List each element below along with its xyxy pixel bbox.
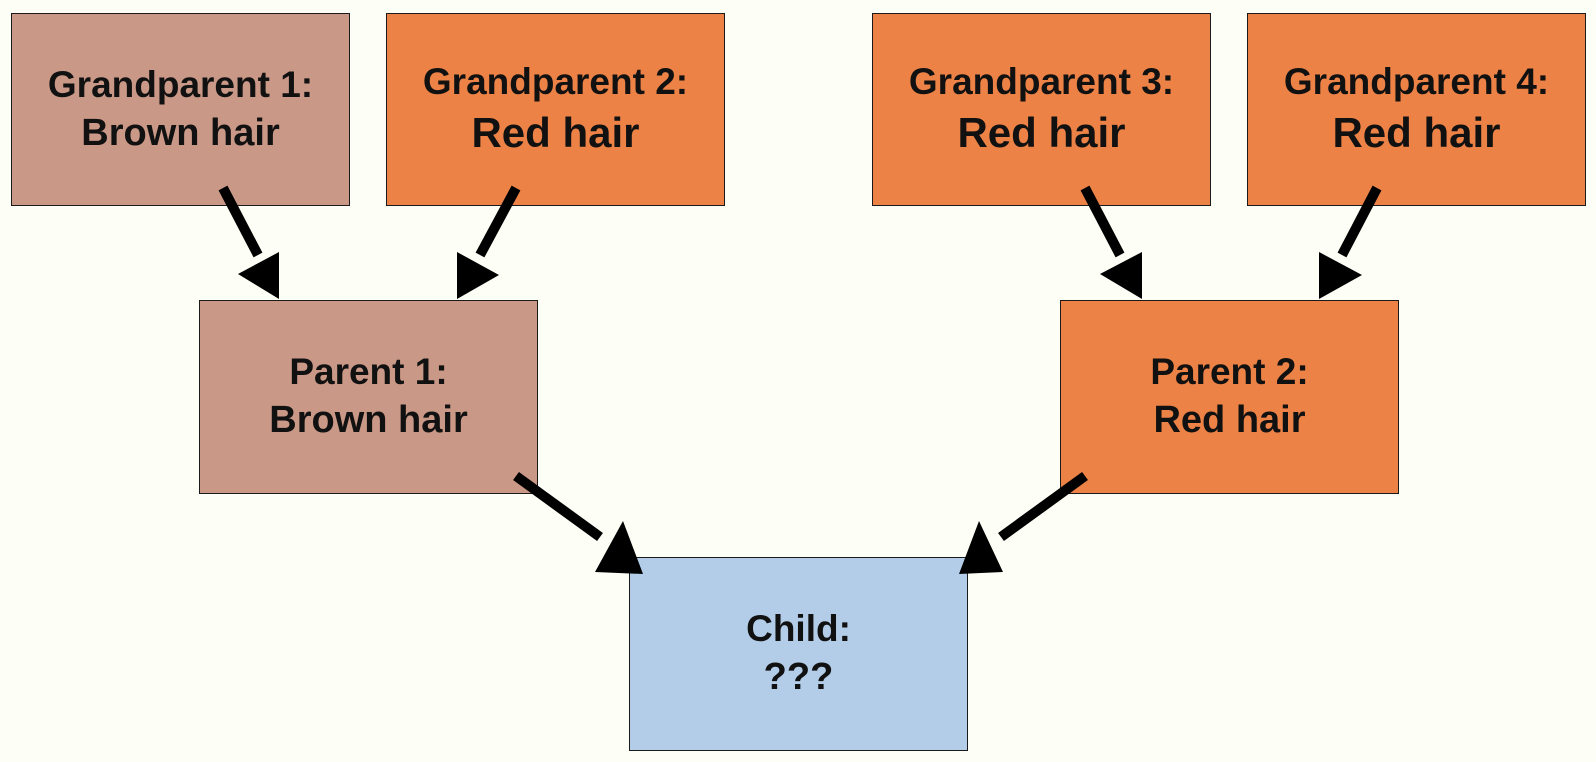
grandparent-4-trait: Red hair [1332, 109, 1501, 157]
arrow-gp3-to-p2-head [1100, 252, 1142, 299]
grandparent-1-trait: Brown hair [81, 111, 280, 154]
grandparent-4-label: Grandparent 4: [1283, 61, 1550, 103]
parent-2-label: Parent 2: [1150, 351, 1309, 393]
parent-2-box: Parent 2: Red hair [1060, 300, 1399, 494]
parent-1-label: Parent 1: [289, 351, 448, 393]
grandparent-1-box: Grandparent 1: Brown hair [11, 13, 350, 206]
arrow-gp4-to-p2-head [1319, 252, 1362, 299]
child-box: Child: ??? [629, 557, 968, 751]
arrow-gp1-to-p1-head [238, 252, 279, 299]
parent-1-box: Parent 1: Brown hair [199, 300, 538, 494]
grandparent-2-box: Grandparent 2: Red hair [386, 13, 725, 206]
child-label: Child: [746, 608, 851, 650]
child-trait: ??? [763, 656, 834, 699]
arrow-gp2-to-p1-head [457, 252, 499, 299]
grandparent-3-box: Grandparent 3: Red hair [872, 13, 1211, 206]
grandparent-2-label: Grandparent 2: [422, 61, 689, 103]
grandparent-4-box: Grandparent 4: Red hair [1247, 13, 1586, 206]
grandparent-1-label: Grandparent 1: [47, 63, 314, 105]
parent-2-trait: Red hair [1153, 399, 1306, 442]
parent-1-trait: Brown hair [269, 399, 468, 442]
grandparent-3-trait: Red hair [957, 109, 1126, 157]
grandparent-2-trait: Red hair [471, 109, 640, 157]
grandparent-3-label: Grandparent 3: [908, 61, 1175, 103]
